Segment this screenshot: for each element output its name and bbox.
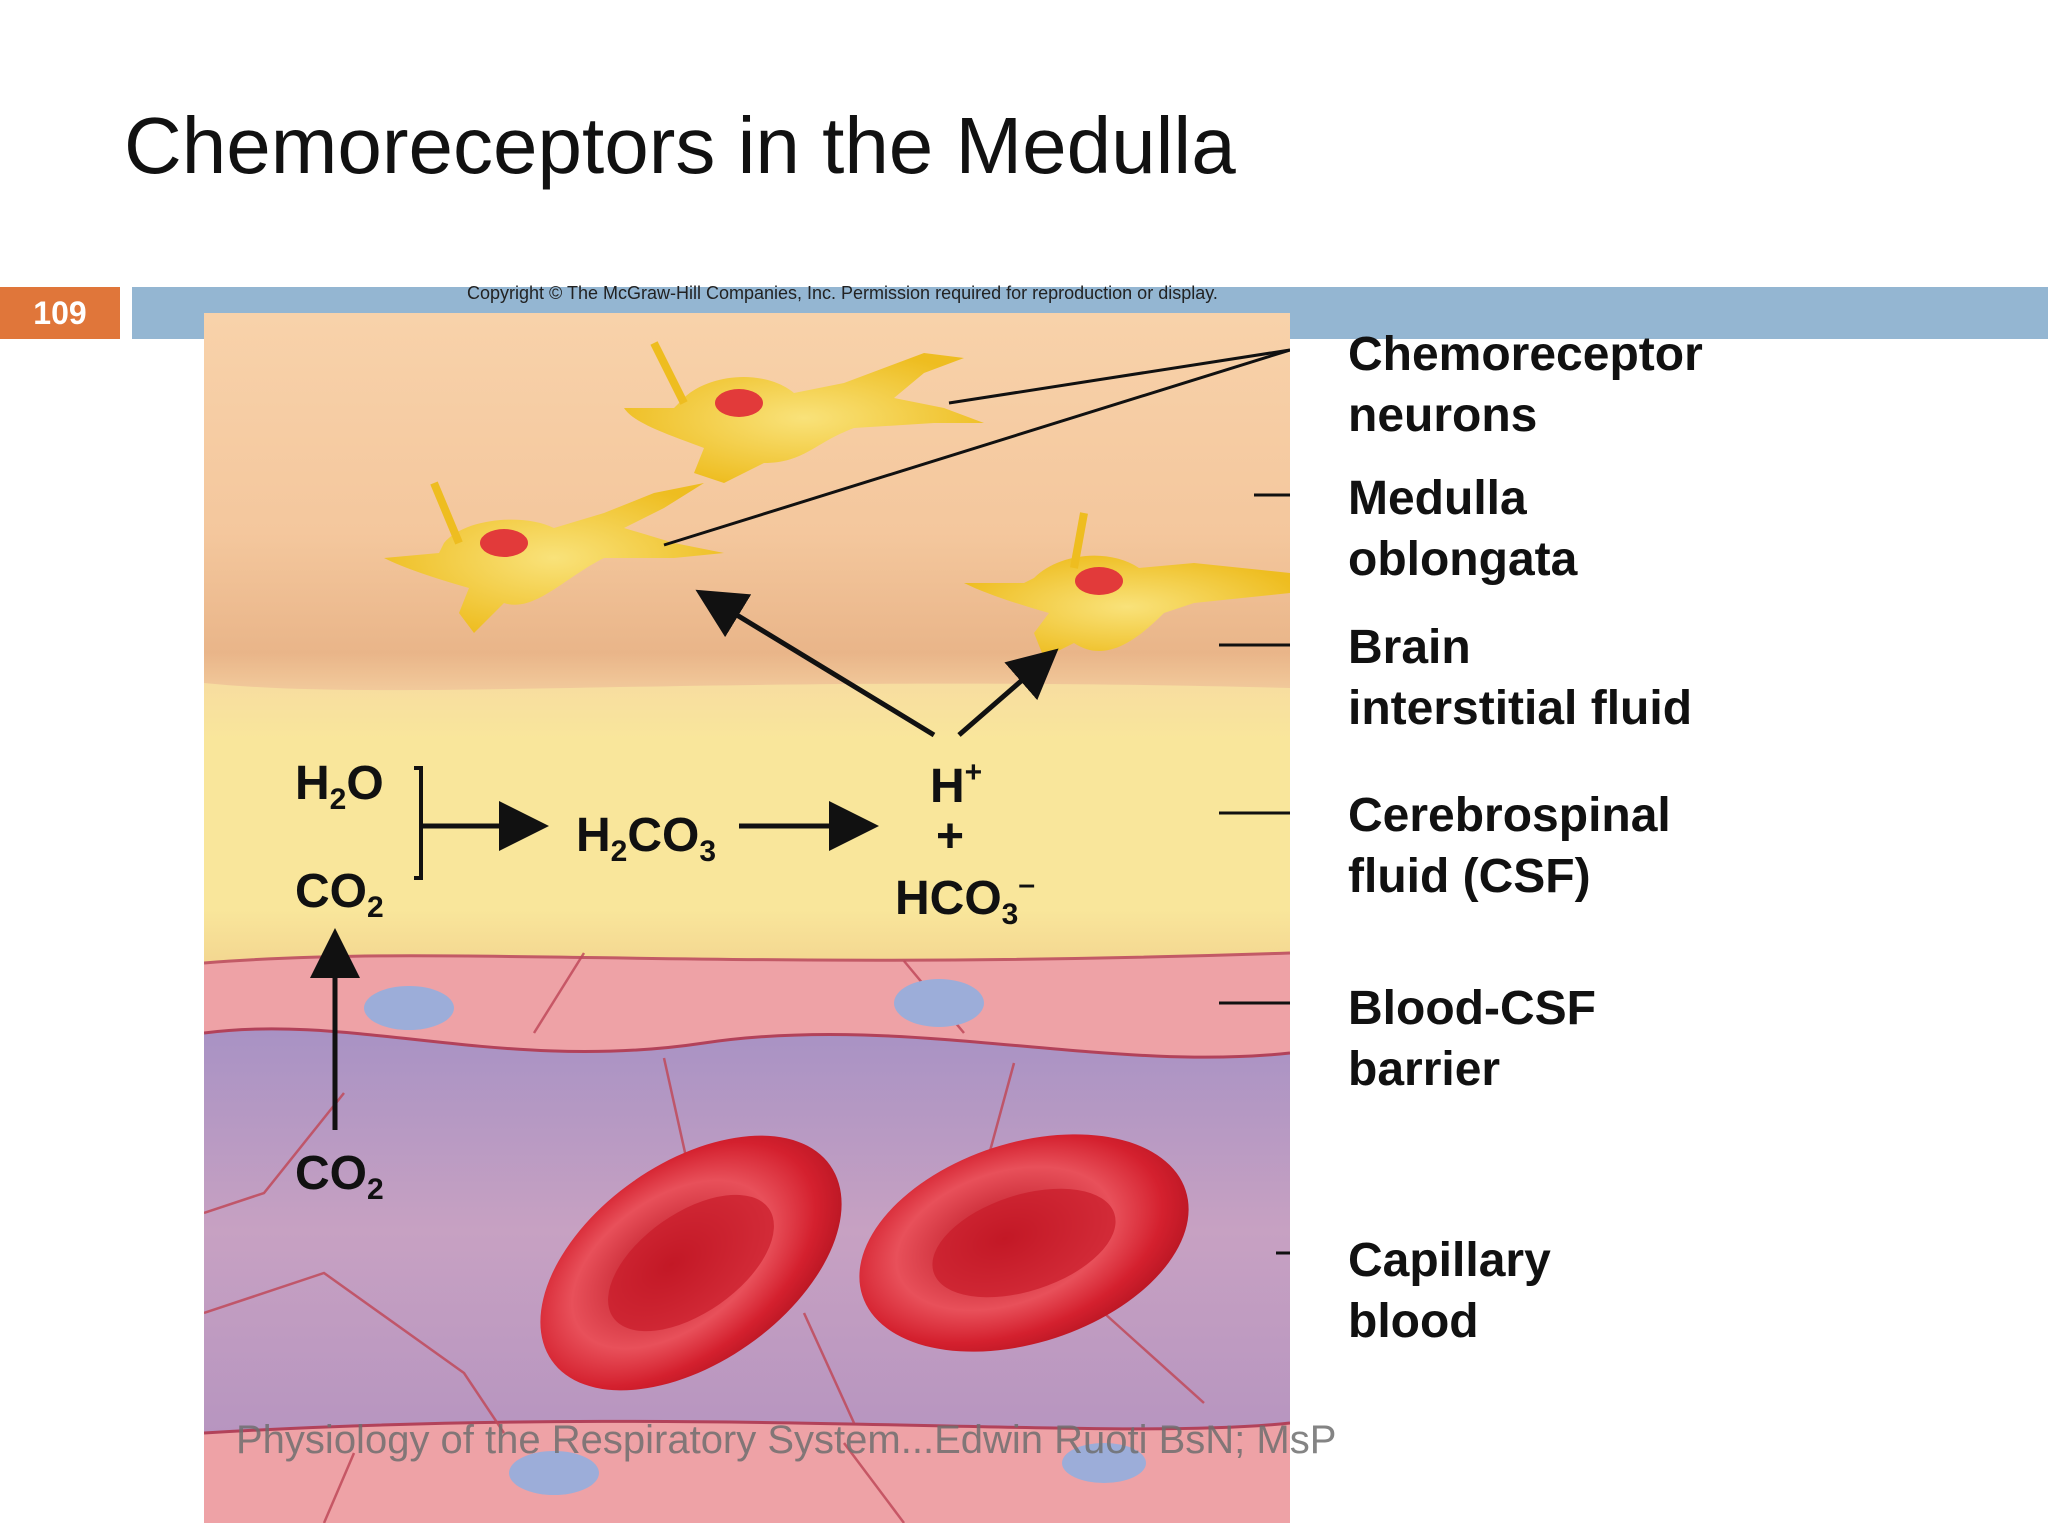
diagram-figure — [204, 313, 1290, 1523]
arrow-to-neuron-left — [695, 589, 936, 738]
slide-footer: Physiology of the Respiratory System...E… — [236, 1418, 1337, 1462]
chemoreceptor-neuron — [964, 512, 1290, 658]
reaction-bracket — [414, 766, 423, 880]
copyright-notice: Copyright © The McGraw-Hill Companies, I… — [467, 283, 1218, 303]
endothelial-nucleus — [364, 986, 454, 1030]
formula-plus: + — [936, 810, 965, 863]
chemoreceptor-neuron — [624, 341, 984, 483]
slide-number: 109 — [0, 287, 120, 339]
formula-h-ion: H+ — [930, 756, 983, 813]
formula-hco3: HCO3– — [895, 868, 1036, 931]
leader-lines — [663, 348, 1290, 1255]
formula-h2o: H2O — [295, 757, 384, 816]
diagram-illustration — [204, 313, 1290, 1523]
endothelial-nucleus — [509, 1451, 599, 1495]
red-blood-cell — [859, 1134, 1189, 1352]
chemoreceptor-neuron — [384, 481, 724, 633]
endothelial-nucleus — [894, 979, 984, 1027]
arrow-to-neuron-right — [957, 648, 1059, 737]
red-blood-cell — [540, 1135, 842, 1391]
formula-co2-csf: CO2 — [295, 865, 384, 924]
endothelial-nucleus — [1062, 1443, 1146, 1483]
formula-co2-blood: CO2 — [295, 1147, 384, 1206]
slide-title: Chemoreceptors in the Medulla — [124, 101, 1236, 190]
formula-h2co3: H2CO3 — [576, 809, 717, 868]
